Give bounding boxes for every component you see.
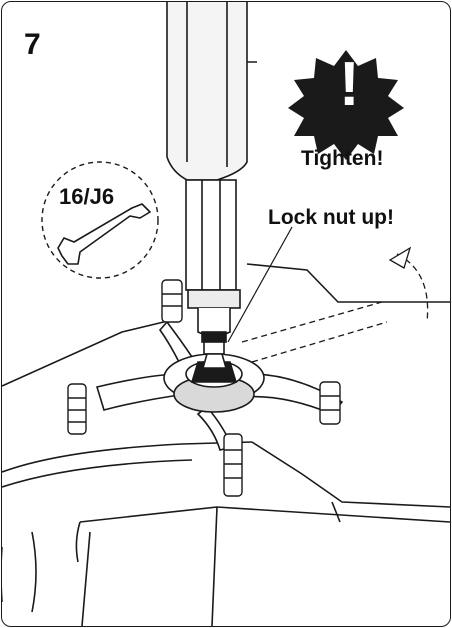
step-number: 7 xyxy=(24,28,41,61)
mount-screws xyxy=(67,279,341,497)
projector-body xyxy=(2,263,450,626)
exclamation-starburst-icon xyxy=(288,50,404,160)
extension-pole xyxy=(166,2,257,355)
warning-glyph: ! xyxy=(339,50,360,119)
rotation-arrow xyxy=(241,253,429,363)
tighten-label: Tighten! xyxy=(301,147,384,170)
lock-nut-leader xyxy=(227,226,293,343)
lock-nut-label: Lock nut up! xyxy=(268,206,394,229)
mount-spider xyxy=(95,320,344,451)
open-end-wrench-icon xyxy=(41,161,159,279)
wrench-size-label: 16/J6 xyxy=(59,184,115,209)
rotation-arrow-head xyxy=(388,246,412,269)
